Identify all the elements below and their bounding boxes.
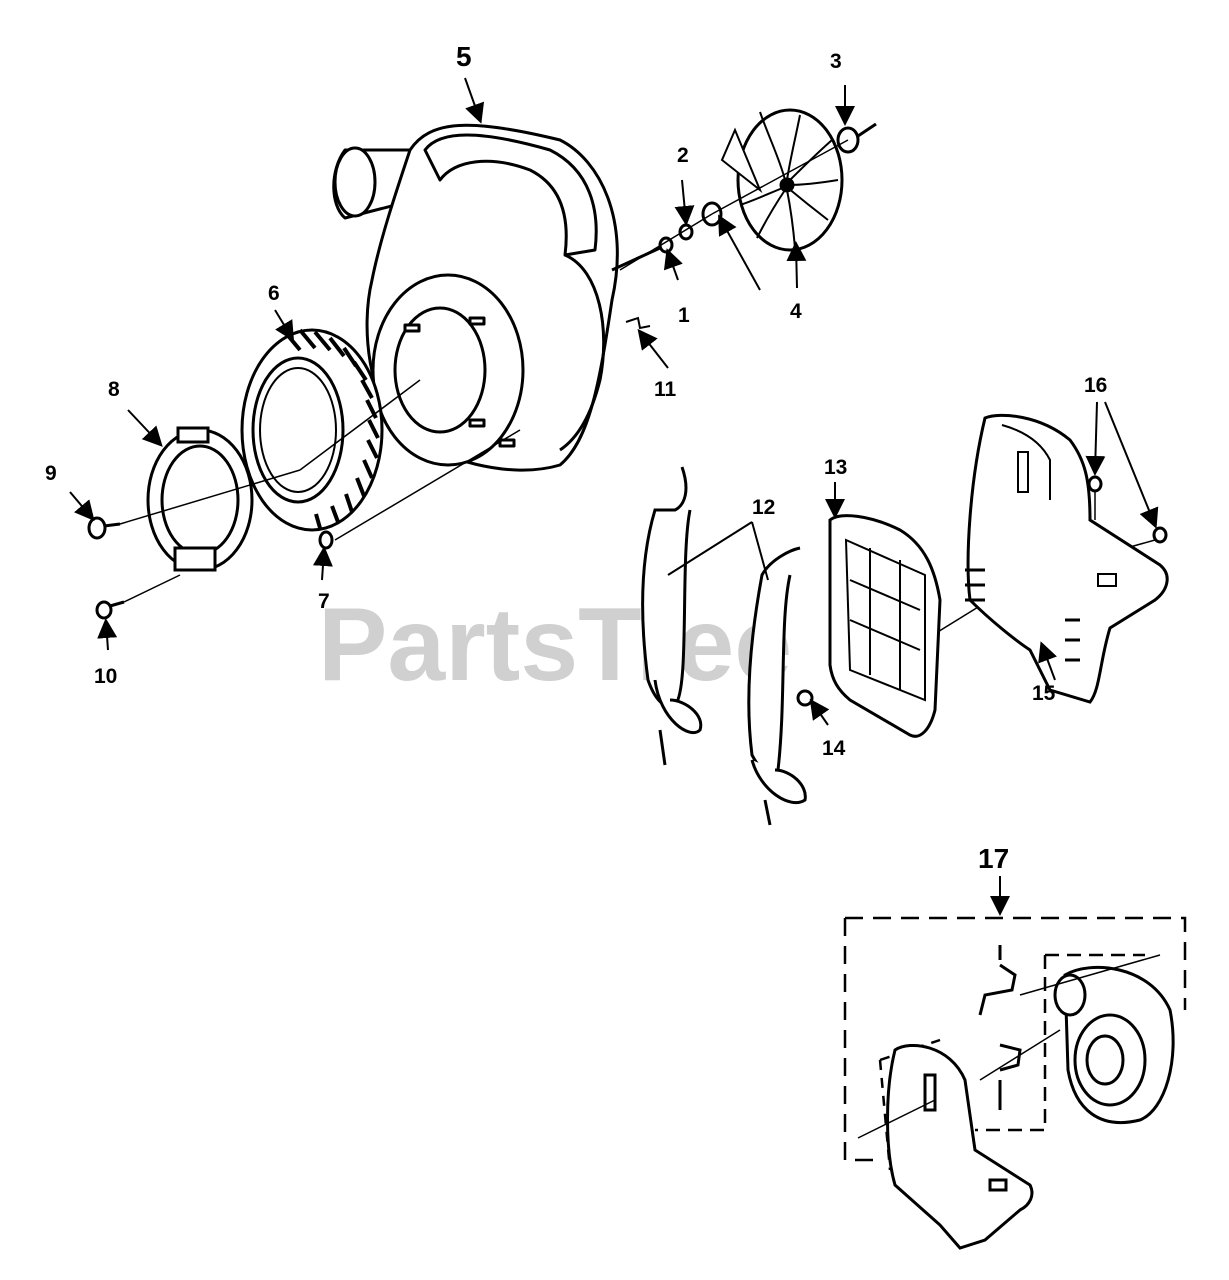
callout-arrows <box>69 77 1159 916</box>
strap-leader-lines <box>667 521 769 581</box>
callout-15: 15 <box>1032 682 1056 705</box>
impeller <box>720 108 844 252</box>
callout-2: 2 <box>677 144 689 167</box>
callout-10: 10 <box>94 665 117 688</box>
callout-8: 8 <box>108 378 120 401</box>
callout-4: 4 <box>790 300 802 323</box>
kit-parts <box>886 945 1175 1250</box>
callout-14: 14 <box>822 737 846 760</box>
callout-labels: 5 3 2 1 4 6 11 8 9 7 10 12 13 14 15 16 1… <box>45 41 1107 874</box>
callout-9: 9 <box>45 462 57 485</box>
fan-cover <box>240 328 384 532</box>
backpack-frame <box>965 413 1169 704</box>
callout-5: 5 <box>456 41 472 72</box>
callout-3: 3 <box>830 50 842 73</box>
callout-16: 16 <box>1084 374 1107 397</box>
kit-lines <box>857 954 1161 1139</box>
blower-housing <box>332 123 619 472</box>
callout-13: 13 <box>824 456 847 479</box>
back-pad <box>796 514 942 738</box>
screws <box>87 516 334 620</box>
callout-7: 7 <box>318 590 330 613</box>
callout-6: 6 <box>268 282 280 305</box>
kit-inset <box>843 916 1187 1171</box>
watermark-text: PartsTree <box>318 587 792 703</box>
starter-plate <box>146 426 254 572</box>
callout-12: 12 <box>752 496 775 519</box>
callout-1: 1 <box>678 304 690 327</box>
callout-11: 11 <box>654 378 677 401</box>
callout-17: 17 <box>978 843 1009 874</box>
shoulder-straps <box>641 466 807 826</box>
